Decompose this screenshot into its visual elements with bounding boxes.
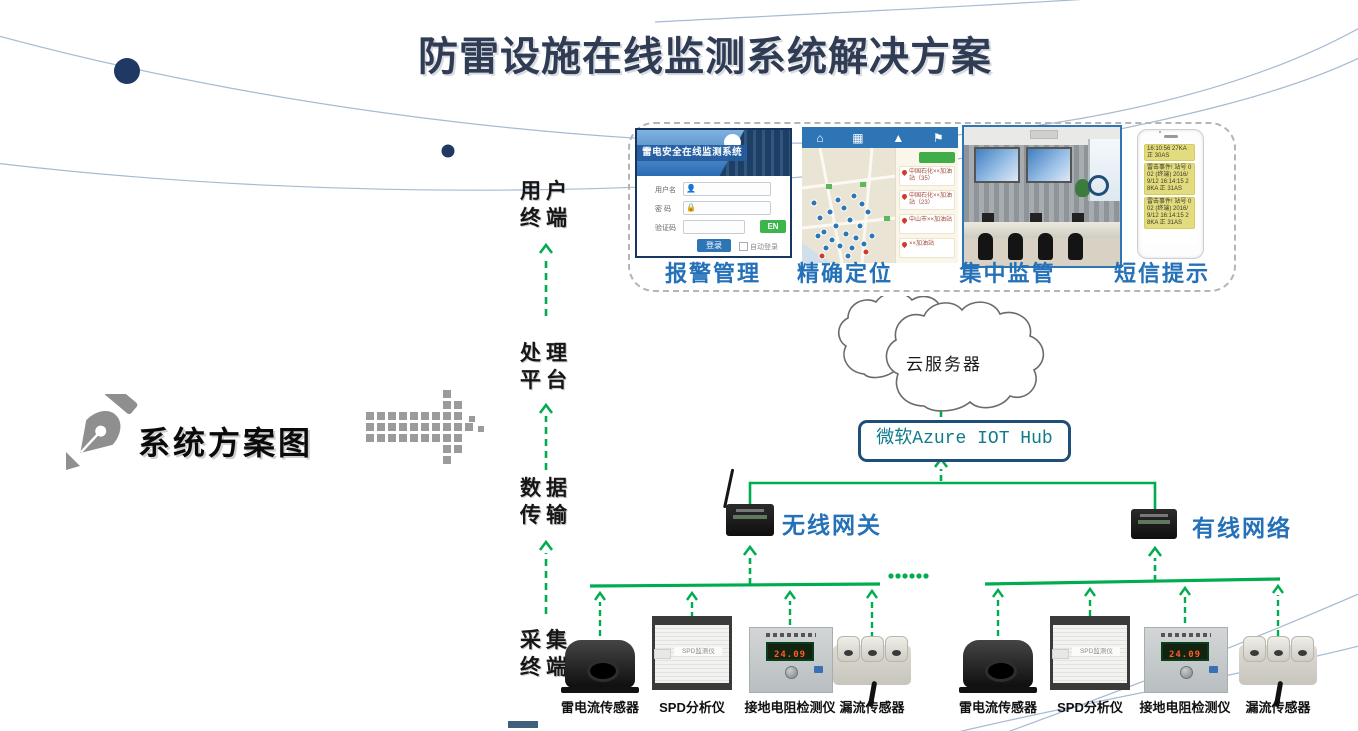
meter-knob xyxy=(785,666,798,679)
username-input[interactable]: 👤 xyxy=(683,182,771,196)
page-title: 防雷设施在线监测系统解决方案 xyxy=(418,35,992,79)
alert-icon[interactable]: ▲ xyxy=(892,130,905,145)
sms-phone-screenshot: 16:10:56 27KA 正 30AS 雷击事件! 站号 002 (终端) 2… xyxy=(1137,129,1204,259)
footer-bar-decoration xyxy=(508,721,538,728)
caption-central-monitoring: 集中监管 xyxy=(959,261,1056,286)
spd-panel-text: SPD监测仪 xyxy=(1072,647,1121,657)
device-label: SPD分析仪 xyxy=(659,700,725,715)
lightning-current-sensor-device xyxy=(561,640,639,693)
stage-data-transmission: 数据传输 xyxy=(520,476,572,527)
lightning-current-sensor-device xyxy=(959,640,1037,693)
accent-dot-small xyxy=(441,144,455,158)
location-map-screenshot: ⌂ ▦ ▲ ⚑ xyxy=(802,127,958,263)
wireless-gateway-device xyxy=(723,468,774,536)
azure-iot-hub-label: 微软Azure IOT Hub xyxy=(876,429,1053,449)
monitoring-room-photo xyxy=(962,125,1122,268)
password-label: 密 码 xyxy=(655,206,671,213)
stage-collection-terminal: 采集终端 xyxy=(520,628,572,679)
section-title: 系统方案图 xyxy=(138,425,314,461)
device-label: 漏流传感器 xyxy=(1245,700,1311,715)
cloud-server-label: 云服务器 xyxy=(906,355,982,374)
username-label: 用户名 xyxy=(655,187,676,194)
map-graphic xyxy=(802,148,896,263)
captcha-image-badge[interactable]: EN xyxy=(760,220,786,233)
spd-analyzer-device: SPD监测仪 xyxy=(1050,616,1130,690)
wireless-gateway-label: 无线网关 xyxy=(782,512,882,538)
station-list-item[interactable]: 中山市××加油站 xyxy=(899,214,955,234)
spd-analyzer-device: SPD监测仪 xyxy=(652,616,732,690)
sms-message: 雷击事件! 站号 002 (终端) 2016/9/12 16:14:15 28K… xyxy=(1144,163,1195,195)
meter-display: 24.09 xyxy=(766,642,814,661)
map-pin-icon xyxy=(900,192,909,201)
wired-network-device xyxy=(1131,509,1177,539)
flag-icon[interactable]: ⚑ xyxy=(932,130,944,145)
alarm-login-screenshot: 雷电安全在线监测系统 用户名 👤 密 码 🔒 验证码 EN 登录 xyxy=(635,128,792,258)
login-system-title: 雷电安全在线监测系统 xyxy=(637,145,748,161)
map-pin-icon xyxy=(900,216,909,225)
accent-dot-large xyxy=(114,58,140,84)
map-station-list: 中国石化××加油站（35） 中国石化××加油站（23） 中山市××加油站 ××加… xyxy=(895,148,958,263)
wall-screen xyxy=(974,147,1020,183)
map-pin-icon xyxy=(900,168,909,177)
leakage-current-sensor-device xyxy=(1239,636,1317,708)
password-input[interactable]: 🔒 xyxy=(683,201,771,215)
station-list-item[interactable]: 中国石化××加油站（35） xyxy=(899,166,955,186)
phone-screen: 16:10:56 27KA 正 30AS 雷击事件! 站号 002 (终端) 2… xyxy=(1143,142,1196,245)
device-label: 接地电阻检测仪 xyxy=(744,700,836,715)
device-label: 雷电流传感器 xyxy=(560,700,639,715)
login-button[interactable]: 登录 xyxy=(697,239,731,252)
map-pin-icon xyxy=(900,240,909,249)
station-list-item[interactable]: 中国石化××加油站（23） xyxy=(899,190,955,210)
home-icon[interactable]: ⌂ xyxy=(816,130,824,145)
wall-screen xyxy=(1026,147,1072,183)
spd-panel-text: SPD监测仪 xyxy=(674,647,723,657)
caption-alarm-management: 报警管理 xyxy=(664,261,761,286)
sms-message: 雷击事件! 站号 002 (终端) 2016/9/12 16:14:15 28K… xyxy=(1144,197,1195,229)
phone-speaker xyxy=(1163,135,1178,138)
pen-nib-icon xyxy=(66,394,138,470)
map-filter-button[interactable] xyxy=(919,152,955,163)
map-nav-bar: ⌂ ▦ ▲ ⚑ xyxy=(802,127,958,148)
highlight-ring xyxy=(1088,175,1109,196)
azure-iot-hub-box: 微软Azure IOT Hub xyxy=(858,420,1071,462)
leakage-current-sensor-device xyxy=(833,636,911,708)
auto-login-checkbox[interactable] xyxy=(739,242,748,251)
group-ellipsis-dots xyxy=(888,573,929,579)
meter-knob xyxy=(1180,666,1193,679)
captcha-input[interactable] xyxy=(683,220,745,234)
caption-sms-alert: 短信提示 xyxy=(1113,261,1210,286)
pixel-arrow-decoration xyxy=(366,390,496,470)
auto-login-label: 自动登录 xyxy=(750,244,778,251)
lock-icon: 🔒 xyxy=(686,203,696,212)
ground-resistance-tester-device: 24.09 xyxy=(1144,627,1228,693)
login-header: 雷电安全在线监测系统 xyxy=(637,130,790,176)
sms-message: 16:10:56 27KA 正 30AS xyxy=(1144,144,1195,161)
station-list-item[interactable]: ××加油站 xyxy=(899,238,955,258)
stage-processing-platform: 处理平台 xyxy=(520,341,572,392)
antenna-graphic xyxy=(723,468,735,509)
wired-network-label: 有线网络 xyxy=(1192,515,1292,541)
stats-icon[interactable]: ▦ xyxy=(852,130,864,145)
stage-user-terminal: 用户终端 xyxy=(520,179,572,230)
device-label: 漏流传感器 xyxy=(839,700,905,715)
caption-precise-location: 精确定位 xyxy=(796,261,893,286)
ground-resistance-tester-device: 24.09 xyxy=(749,627,833,693)
user-icon: 👤 xyxy=(686,184,696,193)
cloud-server-shape xyxy=(837,296,1045,412)
captcha-label: 验证码 xyxy=(655,225,676,232)
login-form: 用户名 👤 密 码 🔒 验证码 EN 登录 自动登录 xyxy=(637,178,790,254)
user-terminal-panel: 雷电安全在线监测系统 用户名 👤 密 码 🔒 验证码 EN 登录 xyxy=(628,122,1236,292)
meter-display: 24.09 xyxy=(1161,642,1209,661)
